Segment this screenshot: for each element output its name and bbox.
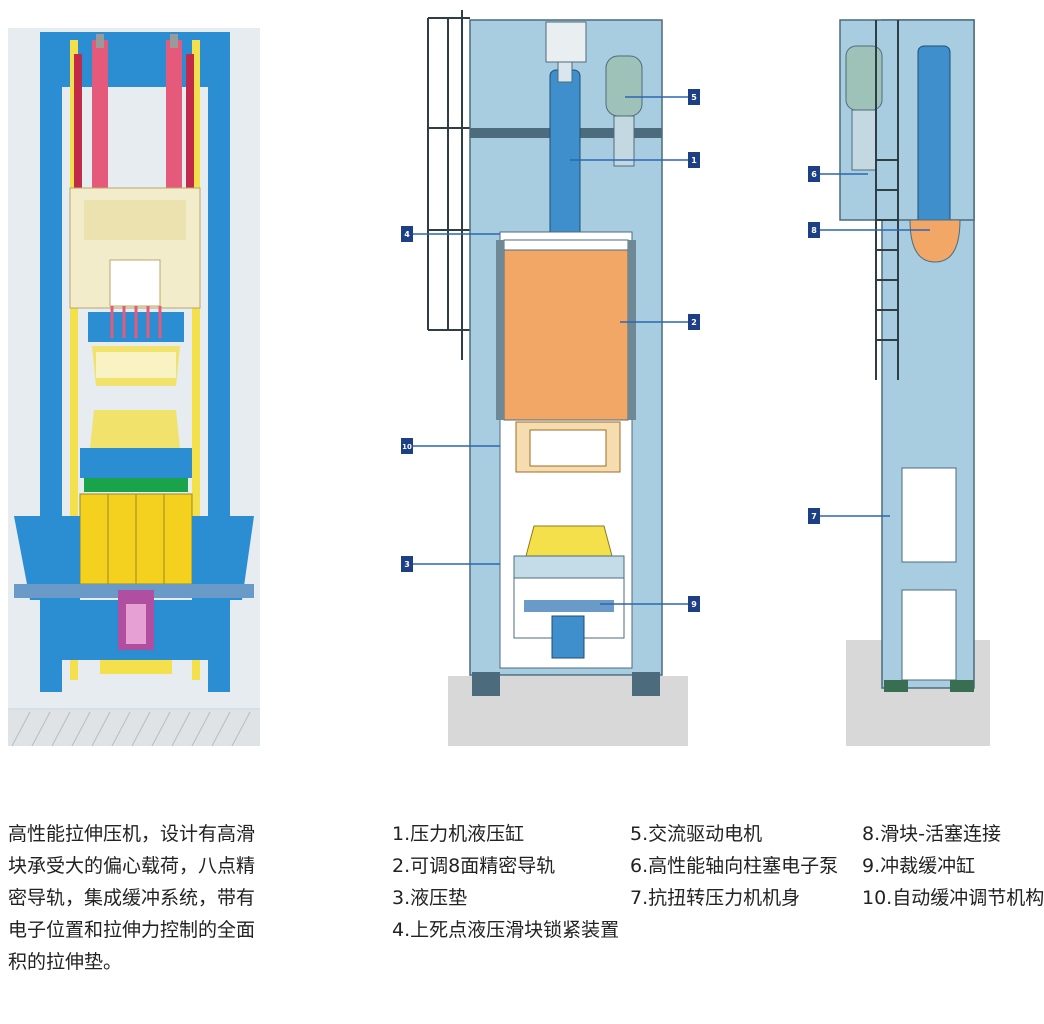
description-text: 高性能拉伸压机，设计有高滑块承受大的偏心载荷，八点精密导轨，集成缓冲系统，带有电… xyxy=(8,823,256,973)
svg-text:1: 1 xyxy=(691,156,697,165)
legend-item-1: 1.压力机液压缸 xyxy=(392,823,525,845)
svg-text:4: 4 xyxy=(404,230,410,239)
left-press-front-view xyxy=(8,28,260,747)
right-press-side-view xyxy=(839,19,990,746)
tag-2: 2 xyxy=(688,314,700,330)
legend-item-10: 10.自动缓冲调节机构 xyxy=(862,887,1044,909)
legend-item-3: 3.液压垫 xyxy=(392,887,468,909)
leader-lines xyxy=(413,96,930,605)
press-diagram: 5 1 4 2 10 3 9 6 8 7 xyxy=(8,10,990,747)
tag-1: 1 xyxy=(688,152,700,168)
legend-item-2: 2.可调8面精密导轨 xyxy=(392,855,556,877)
legend-item-7: 7.抗扭转压力机机身 xyxy=(630,887,801,909)
svg-text:10: 10 xyxy=(402,443,412,451)
svg-text:3: 3 xyxy=(404,560,410,569)
tag-9: 9 xyxy=(688,596,700,612)
legend-item-5: 5.交流驱动电机 xyxy=(630,823,763,845)
svg-text:6: 6 xyxy=(811,170,817,179)
tag-10: 10 xyxy=(401,438,413,454)
svg-text:8: 8 xyxy=(811,226,817,235)
tag-5: 5 xyxy=(688,89,700,105)
svg-text:7: 7 xyxy=(811,512,817,521)
middle-press-side-view xyxy=(427,10,688,746)
tag-8: 8 xyxy=(808,222,820,238)
svg-text:2: 2 xyxy=(691,318,697,327)
svg-text:5: 5 xyxy=(691,93,697,102)
legend-item-4: 4.上死点液压滑块锁紧装置 xyxy=(392,919,620,941)
legend-item-9: 9.冲裁缓冲缸 xyxy=(862,855,976,877)
legend-item-8: 8.滑块-活塞连接 xyxy=(862,823,1001,845)
svg-text:9: 9 xyxy=(691,600,697,609)
tag-6: 6 xyxy=(808,166,820,182)
tag-7: 7 xyxy=(808,508,820,524)
legend-column-1: 1.压力机液压缸 2.可调8面精密导轨 3.液压垫 4.上死点液压滑块锁紧装置 xyxy=(392,818,619,946)
legend-item-6: 6.高性能轴向柱塞电子泵 xyxy=(630,855,839,877)
tag-3: 3 xyxy=(401,556,413,572)
legend-column-3: 8.滑块-活塞连接 9.冲裁缓冲缸 10.自动缓冲调节机构 xyxy=(862,818,1044,914)
legend-column-2: 5.交流驱动电机 6.高性能轴向柱塞电子泵 7.抗扭转压力机机身 xyxy=(630,818,838,914)
tag-4: 4 xyxy=(401,226,413,242)
